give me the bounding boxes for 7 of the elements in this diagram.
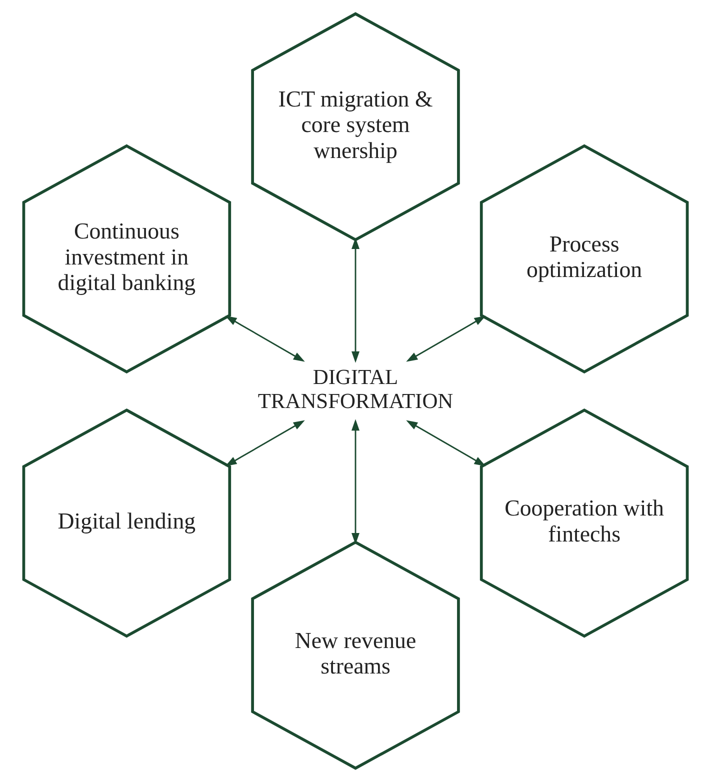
node-text: DIGITAL TRANSFORMATION <box>257 364 453 414</box>
arrow <box>406 316 486 362</box>
arrow <box>351 238 360 363</box>
arrow <box>224 316 304 362</box>
arrow <box>351 419 360 544</box>
arrow <box>406 420 486 466</box>
arrow <box>224 420 304 466</box>
